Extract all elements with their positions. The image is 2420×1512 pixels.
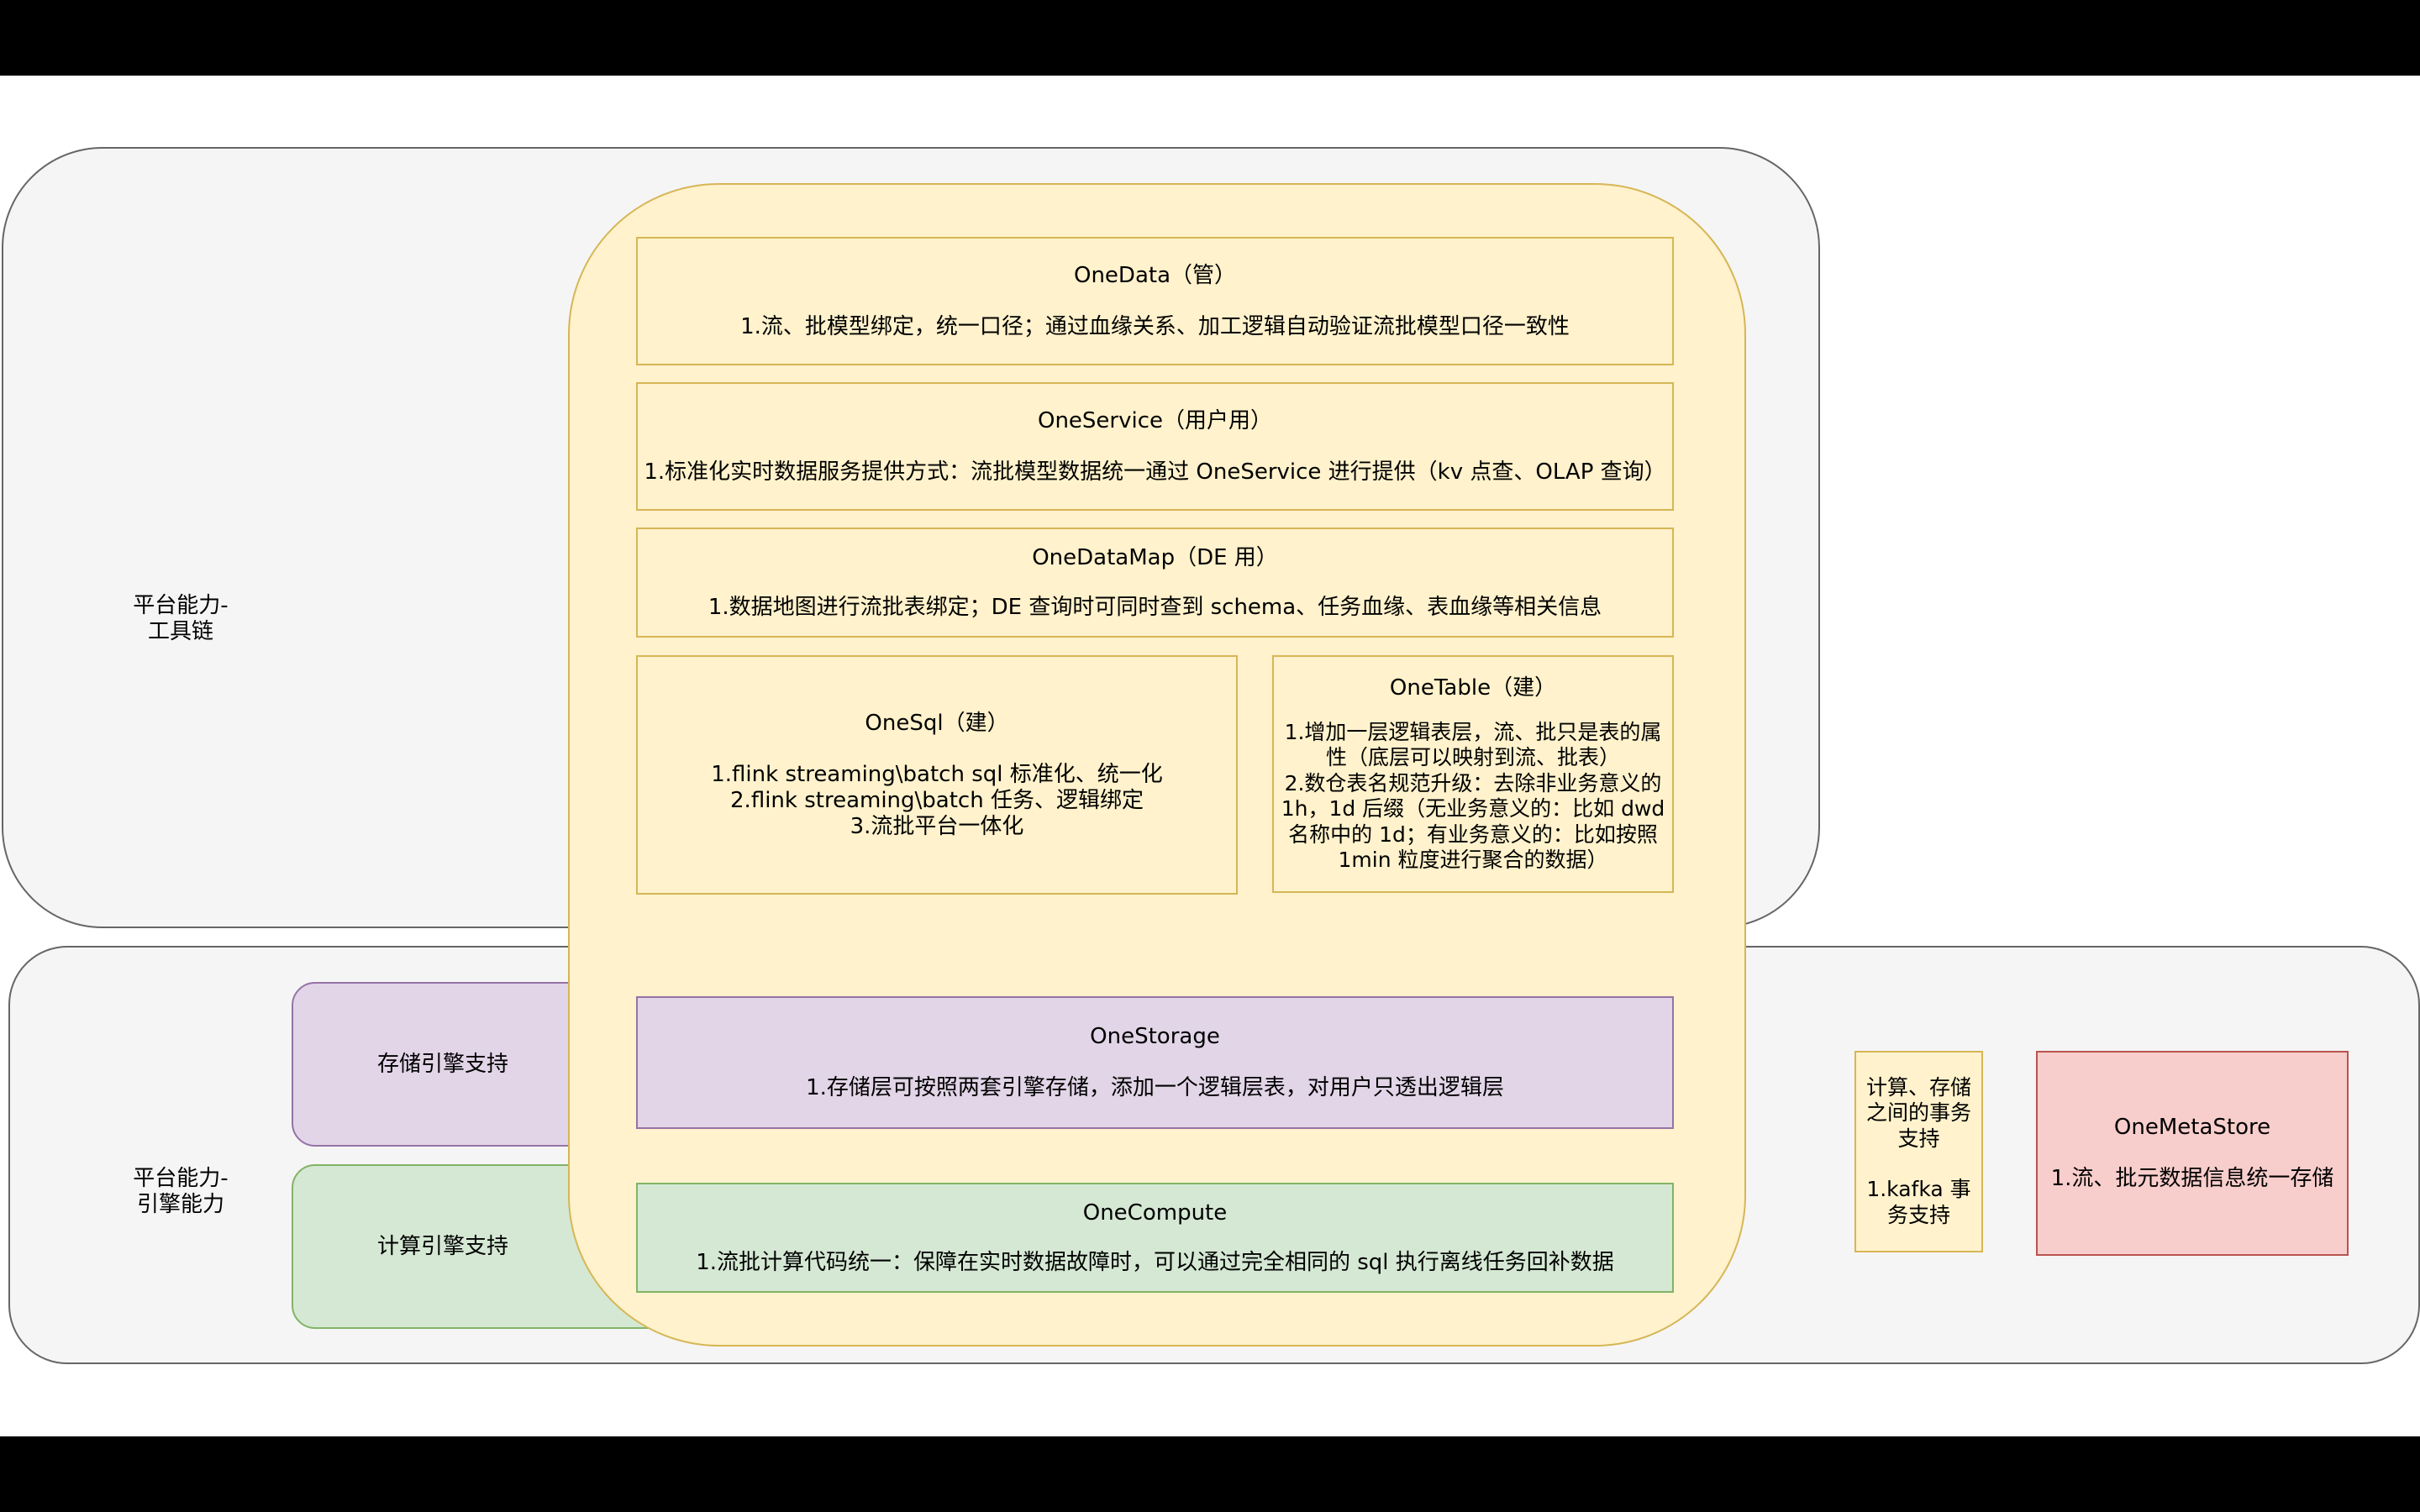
onesql-box: OneSql（建） 1.flink streaming\batch sql 标准… — [636, 655, 1238, 895]
onestorage-box: OneStorage 1.存储层可按照两套引擎存储，添加一个逻辑层表，对用户只透… — [636, 996, 1674, 1129]
bottom-letterbox-bar — [0, 1436, 2420, 1512]
onedatamap-box: OneDataMap（DE 用） 1.数据地图进行流批表绑定；DE 查询时可同时… — [636, 528, 1674, 638]
onedata-title: OneData（管） — [1073, 262, 1237, 288]
top-letterbox-bar — [0, 0, 2420, 76]
transaction-support-desc: 1.kafka 事务支持 — [1866, 1177, 1971, 1227]
onesql-title: OneSql（建） — [865, 710, 1009, 736]
storage-engine-support-label: 存储引擎支持 — [376, 1051, 508, 1077]
onemetastore-desc: 1.流、批元数据信息统一存储 — [2050, 1166, 2334, 1191]
transaction-support-box: 计算、存储之间的事务支持 1.kafka 事务支持 — [1854, 1051, 1983, 1252]
onecompute-desc: 1.流批计算代码统一：保障在实时数据故障时，可以通过完全相同的 sql 执行离线… — [696, 1249, 1614, 1275]
oneservice-title: OneService（用户用） — [1037, 407, 1273, 433]
onedata-desc: 1.流、批模型绑定，统一口径；通过血缘关系、加工逻辑自动验证流批模型口径一致性 — [740, 313, 1570, 339]
onemetastore-box: OneMetaStore 1.流、批元数据信息统一存储 — [2036, 1051, 2349, 1256]
onetable-desc: 1.增加一层逻辑表层，流、批只是表的属性（底层可以映射到流、批表） 2.数仓表名… — [1281, 719, 1665, 873]
onemetastore-title: OneMetaStore — [2113, 1115, 2271, 1140]
onetable-title: OneTable（建） — [1389, 675, 1557, 701]
onetable-box: OneTable（建） 1.增加一层逻辑表层，流、批只是表的属性（底层可以映射到… — [1272, 655, 1674, 893]
engine-group-label: 平台能力- 引擎能力 — [133, 1166, 229, 1217]
onestorage-title: OneStorage — [1090, 1024, 1220, 1049]
onesql-desc: 1.flink streaming\batch sql 标准化、统一化 2.fl… — [711, 761, 1163, 839]
oneservice-box: OneService（用户用） 1.标准化实时数据服务提供方式：流批模型数据统一… — [636, 382, 1674, 511]
onedatamap-desc: 1.数据地图进行流批表绑定；DE 查询时可同时查到 schema、任务血缘、表血… — [708, 594, 1602, 620]
onecompute-box: OneCompute 1.流批计算代码统一：保障在实时数据故障时，可以通过完全相… — [636, 1183, 1674, 1293]
onedata-box: OneData（管） 1.流、批模型绑定，统一口径；通过血缘关系、加工逻辑自动验… — [636, 237, 1674, 365]
compute-engine-support-label: 计算引擎支持 — [376, 1233, 508, 1259]
toolchain-group-label: 平台能力- 工具链 — [133, 593, 229, 644]
onecompute-title: OneCompute — [1082, 1200, 1228, 1226]
onedatamap-title: OneDataMap（DE 用） — [1032, 544, 1278, 570]
onestorage-desc: 1.存储层可按照两套引擎存储，添加一个逻辑层表，对用户只透出逻辑层 — [806, 1075, 1504, 1100]
transaction-support-title: 计算、存储之间的事务支持 — [1865, 1074, 1971, 1151]
oneservice-desc: 1.标准化实时数据服务提供方式：流批模型数据统一通过 OneService 进行… — [644, 459, 1666, 485]
